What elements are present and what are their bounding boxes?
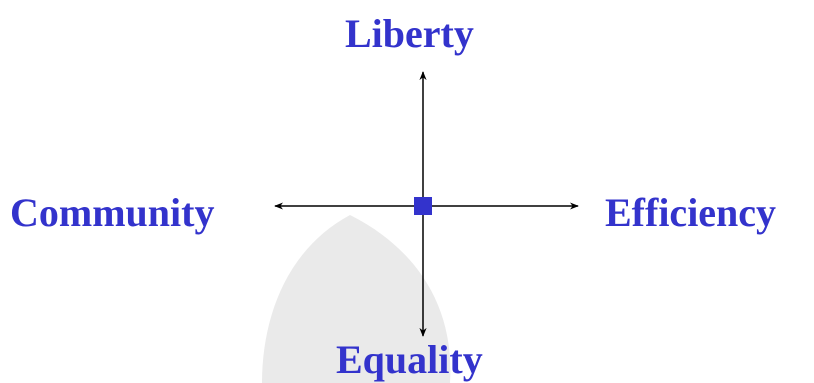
label-community: Community (10, 190, 215, 235)
label-equality: Equality (336, 337, 483, 382)
label-efficiency: Efficiency (605, 190, 777, 235)
center-square-icon (414, 197, 432, 215)
leaf-watermark-icon (262, 215, 451, 383)
label-liberty: Liberty (345, 11, 474, 56)
